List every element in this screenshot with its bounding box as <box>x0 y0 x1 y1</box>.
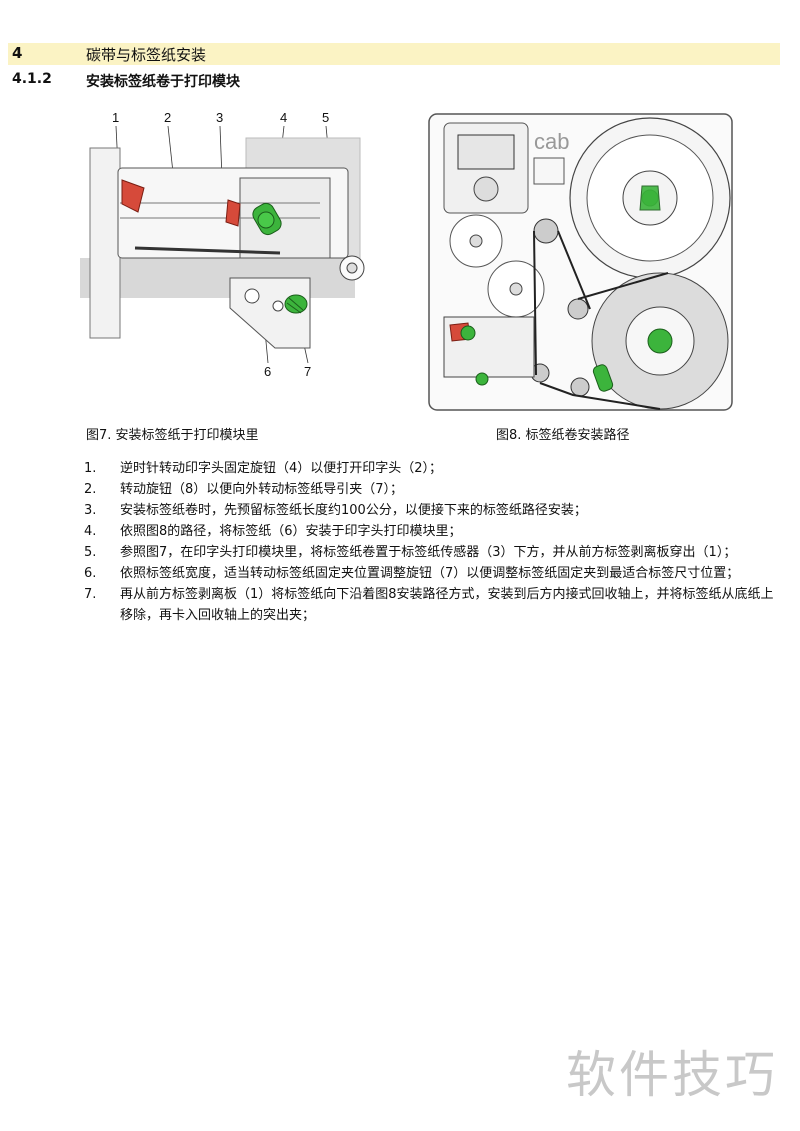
installation-steps-list: 1. 逆时针转动印字头固定旋钮（4）以便打开印字头（2）； 2. 转动旋钮（8）… <box>84 458 784 626</box>
step-text: 逆时针转动印字头固定旋钮（4）以便打开印字头（2）； <box>120 461 443 476</box>
step-item: 4. 依照图8的路径，将标签纸（6）安装于印字头打印模块里； <box>84 521 784 542</box>
chapter-heading-bar <box>8 43 780 65</box>
step-text: 参照图7，在印字头打印模块里，将标签纸卷置于标签纸传感器（3）下方，并从前方标签… <box>120 545 737 560</box>
step-text: 安装标签纸卷时，先预留标签纸长度约100公分，以便接下来的标签纸路径安装； <box>120 503 587 518</box>
cab-logo: cab <box>534 129 569 154</box>
fig7-callout-5: 5 <box>322 110 329 125</box>
fig7-callout-2: 2 <box>164 110 171 125</box>
step-number: 5. <box>84 545 97 560</box>
step-number: 2. <box>84 482 97 497</box>
figure-8-label-path-diagram: cab <box>428 113 733 411</box>
step-item: 2. 转动旋钮（8）以便向外转动标签纸导引夹（7）； <box>84 479 784 500</box>
step-number: 4. <box>84 524 97 539</box>
figure-7-caption: 图7. 安装标签纸于打印模块里 <box>86 428 259 443</box>
step-number: 7. <box>84 587 97 602</box>
step-item: 5. 参照图7，在印字头打印模块里，将标签纸卷置于标签纸传感器（3）下方，并从前… <box>84 542 784 563</box>
step-text: 依照图8的路径，将标签纸（6）安装于印字头打印模块里； <box>120 524 462 539</box>
step-number: 3. <box>84 503 97 518</box>
step-item: 1. 逆时针转动印字头固定旋钮（4）以便打开印字头（2）； <box>84 458 784 479</box>
section-number: 4.1.2 <box>12 71 52 87</box>
watermark: 软件技巧 <box>566 1046 778 1104</box>
step-number: 1. <box>84 461 97 476</box>
fig7-callout-3: 3 <box>216 110 223 125</box>
step-item: 7. 再从前方标签剥离板（1）将标签纸向下沿着图8安装路径方式，安装到后方内接式… <box>84 584 784 626</box>
section-title: 安装标签纸卷于打印模块 <box>86 74 240 90</box>
step-text: 依照标签纸宽度，适当转动标签纸固定夹位置调整旋钮（7）以便调整标签纸固定夹到最适… <box>120 566 740 581</box>
fig7-callout-7: 7 <box>304 364 311 379</box>
info-label-panel <box>533 157 565 185</box>
figure-7-print-module-illustration: 1 2 3 4 5 6 7 <box>80 110 365 379</box>
figure-8-caption: 图8. 标签纸卷安装路径 <box>496 428 630 443</box>
step-item: 6. 依照标签纸宽度，适当转动标签纸固定夹位置调整旋钮（7）以便调整标签纸固定夹… <box>84 563 784 584</box>
step-text: 转动旋钮（8）以便向外转动标签纸导引夹（7）； <box>120 482 404 497</box>
step-number: 6. <box>84 566 97 581</box>
step-text: 再从前方标签剥离板（1）将标签纸向下沿着图8安装路径方式，安装到后方内接式回收轴… <box>120 587 774 623</box>
step-item: 3. 安装标签纸卷时，先预留标签纸长度约100公分，以便接下来的标签纸路径安装； <box>84 500 784 521</box>
fig7-callout-6: 6 <box>264 364 271 379</box>
chapter-number: 4 <box>12 44 23 62</box>
fig7-callout-4: 4 <box>280 110 287 125</box>
chapter-title: 碳带与标签纸安装 <box>86 46 207 64</box>
fig7-callout-1: 1 <box>112 110 119 125</box>
